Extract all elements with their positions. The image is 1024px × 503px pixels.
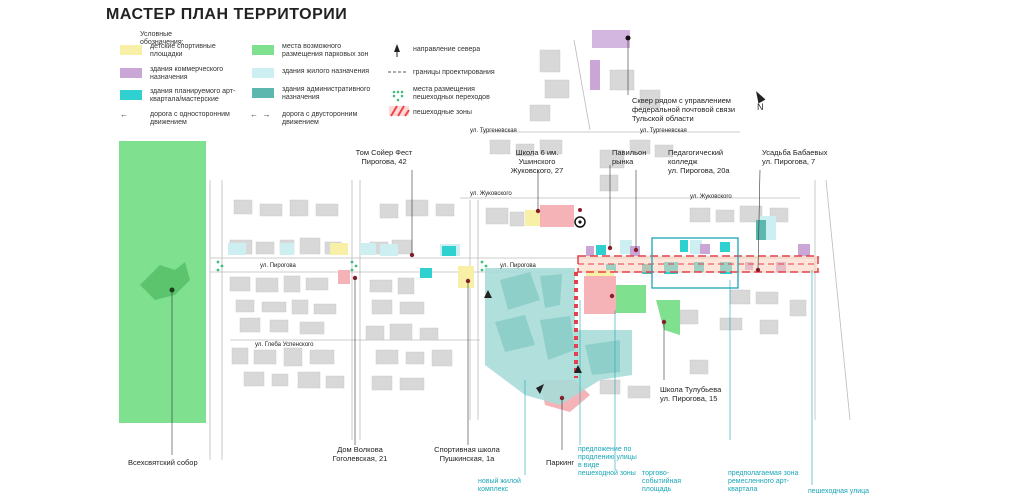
legend-label-parks: места возможного размещения парковых зон [282,43,369,58]
legend-label-north: направление севера [413,46,481,53]
cathedral-building [140,262,190,300]
legend-swatch-playgrounds [120,45,142,55]
label-sobor: Всехсвятский собор [128,458,198,467]
legend-swatch-commercial [120,68,142,78]
commercial-building-top-2 [590,60,600,90]
street-turgenevskaya-left: ул. Тургеневская [470,128,517,134]
location-pin-icon [574,216,586,228]
legend-label-crosswalks: места размещения пешеходных переходов [413,86,490,101]
page-title: МАСТЕР ПЛАН ТЕРРИТОРИИ [106,6,348,23]
north-compass-icon [756,91,766,104]
legend-label-commercial: здания коммерческого назначения [150,66,224,81]
legend-swatch-parks [252,45,274,55]
sport-school-zone [338,270,350,284]
new-residential-complex-blocks [495,272,620,375]
legend-label-admin: здания административного назначения [282,86,371,101]
school6-zone [540,205,574,227]
legend-label-pedzones: пешеходные зоны [413,109,472,116]
legend-label-playgrounds: детские спортивные площадки [150,43,216,58]
commercial-building-top [592,30,630,48]
existing-buildings [229,49,807,399]
park-zone-market [616,285,646,313]
park-zone-tulubeva [656,300,680,335]
north-arrow-icon [394,44,400,52]
street-gleba-uspenskogo: ул. Глеба Успенского [255,342,314,348]
legend-swatch-admin [252,88,274,98]
label-parking: Паркинг [546,458,575,467]
street-zhukovskogo-right: ул. Жуковского [690,194,732,200]
legend-label-residential: здания жилого назначения [282,68,370,75]
street-zhukovskogo-left: ул. Жуковского [470,191,512,197]
legend-oneway-arrow: ← [120,110,164,119]
legend-swatch-artquarter [120,90,142,100]
street-pirogova-mid: ул. Пирогова [500,263,536,269]
street-pirogova-left: ул. Пирогова [260,263,296,269]
legend-label-twoway: дорога с двусторонним движением [282,111,358,126]
north-symbol: N [757,102,764,112]
street-turgenevskaya-right: ул. Тургеневская [640,128,687,134]
crosswalk-icon [392,90,404,102]
pedestrian-zone-icon [389,105,410,117]
road-direction-arrows [484,290,582,394]
poi-marker-skver [625,35,631,41]
legend-label-artquarter: здания планируемого арт-квартала/мастерс… [150,88,236,103]
legend-symbols [388,44,410,117]
crosswalk-markers [216,260,488,272]
leader-lines [171,40,761,455]
legend-label-boundary: границы проектирования [413,69,495,76]
legend-header: Условные обозначения: [140,31,184,46]
bottom-label-pedestrian-street: пешеходная улица [808,488,870,495]
art-quarter-boundary [651,237,739,289]
legend-twoway-arrow: ← → [250,110,271,119]
poi-dots [352,208,761,401]
legend-label-oneway: дорога с односторонним движением [150,111,230,126]
legend-swatch-residential [252,68,274,78]
